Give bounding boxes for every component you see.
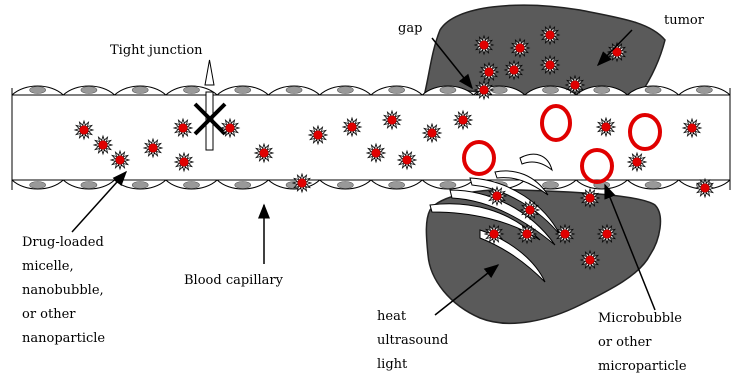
label-drug-line-2: micelle, (22, 259, 74, 274)
cell-nucleus (389, 182, 405, 189)
cell-nucleus (235, 87, 251, 94)
label-drug-line-3: nanobubble, (22, 283, 104, 298)
cell-nucleus (286, 87, 302, 94)
label-microbubble: Microbubble or other microparticle (598, 311, 687, 374)
capillary-wall-bottom (12, 180, 730, 189)
cell-nucleus (184, 87, 200, 94)
cell-nucleus (543, 87, 559, 94)
cell-nucleus (81, 182, 97, 189)
label-drug-line-4: or other (22, 307, 76, 322)
label-energy-ultrasound: ultrasound (377, 333, 448, 348)
label-microbubble-line-1: Microbubble (598, 311, 682, 326)
cell-nucleus (81, 87, 97, 94)
tumor-mass-top (425, 5, 665, 95)
cell-nucleus (440, 182, 456, 189)
label-drug-line-1: Drug-loaded (22, 235, 104, 250)
cell-nucleus (132, 87, 148, 94)
label-tight-junction: Tight junction (110, 43, 203, 58)
label-drug-line-5: nanoparticle (22, 331, 105, 346)
label-blood-capillary: Blood capillary (184, 273, 284, 288)
cell-nucleus (337, 87, 353, 94)
cell-nucleus (132, 182, 148, 189)
cell-nucleus (30, 87, 46, 94)
cell-nucleus (594, 87, 610, 94)
label-energy-light: light (377, 357, 408, 372)
cell-nucleus (543, 182, 559, 189)
cell-nucleus (30, 182, 46, 189)
label-tumor: tumor (664, 13, 705, 28)
cell-nucleus (389, 87, 405, 94)
label-microbubble-line-2: or other (598, 335, 652, 350)
cell-nucleus (235, 182, 251, 189)
cell-nucleus (696, 87, 712, 94)
cell-nucleus (645, 87, 661, 94)
label-energy: heat ultrasound light (377, 309, 448, 372)
label-energy-heat: heat (377, 309, 407, 324)
label-drug-loaded: Drug-loaded micelle, nanobubble, or othe… (22, 235, 105, 346)
cell-nucleus (184, 182, 200, 189)
cell-nucleus (337, 182, 353, 189)
cell-nucleus (440, 87, 456, 94)
label-gap: gap (398, 21, 422, 36)
label-microbubble-line-3: microparticle (598, 359, 687, 374)
cell-nucleus (645, 182, 661, 189)
